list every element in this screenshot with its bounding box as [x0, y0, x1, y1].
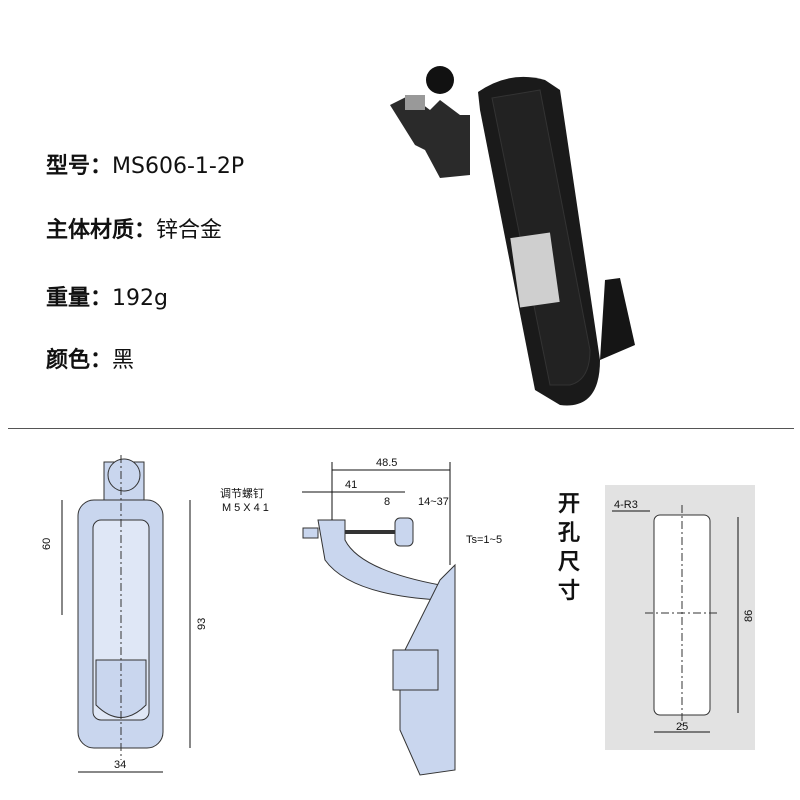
svg-text:14~37: 14~37	[418, 496, 449, 508]
svg-text:93: 93	[196, 618, 208, 630]
product-photo	[390, 66, 635, 406]
svg-text:25: 25	[676, 721, 688, 733]
svg-text:4-R3: 4-R3	[614, 499, 638, 511]
svg-text:调节螺钉: 调节螺钉	[220, 487, 264, 500]
cutout-title: 开孔尺寸	[558, 492, 581, 604]
svg-text:41: 41	[345, 479, 357, 491]
spec-color: 颜色：黑	[46, 348, 135, 373]
svg-text:60: 60	[41, 538, 53, 550]
svg-text:48.5: 48.5	[376, 457, 397, 469]
svg-text:34: 34	[114, 759, 126, 771]
spec-model: 型号：MS606-1-2P	[46, 154, 245, 179]
spec-weight: 重量：192g	[46, 286, 168, 311]
divider	[8, 428, 794, 429]
svg-text:86: 86	[743, 610, 755, 622]
spec-material: 主体材质：锌合金	[46, 218, 223, 243]
front-view-drawing: 60 93 34	[41, 455, 208, 773]
svg-text:Ts=1~5: Ts=1~5	[466, 534, 502, 546]
svg-text:M5X41: M5X41	[222, 502, 272, 514]
svg-text:8: 8	[384, 496, 390, 508]
side-view-drawing: 48.5 41 8 14~37 Ts=1~5 调节螺钉 M5X41	[220, 457, 502, 776]
cutout-drawing: 4-R3 86 25	[605, 485, 755, 750]
